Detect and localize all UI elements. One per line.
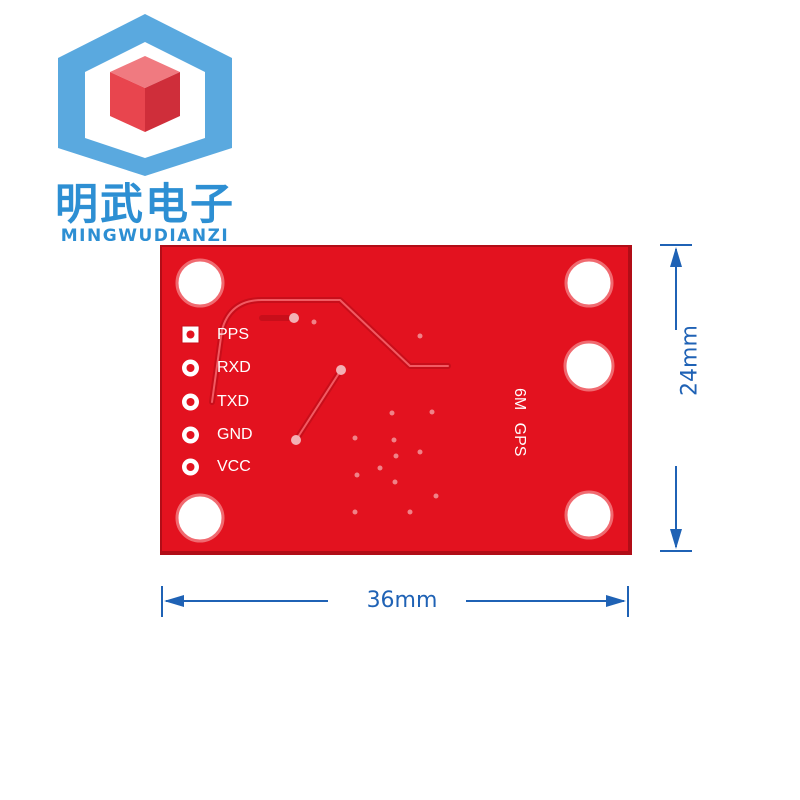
dimension-lines bbox=[161, 244, 692, 617]
brand-name-cn: 明武电子 bbox=[55, 180, 235, 230]
pin-label-gnd: GND bbox=[217, 426, 253, 443]
pin-label-pps: PPS bbox=[217, 326, 250, 343]
brand-name-en: MINGWUDIANZI bbox=[60, 226, 230, 246]
pcb-vias bbox=[311, 319, 439, 515]
cube-logo-icon bbox=[58, 14, 232, 176]
pin-label-rxd: RXD bbox=[217, 359, 251, 376]
height-dimension-label: 24mm bbox=[677, 300, 703, 421]
board-body bbox=[162, 247, 628, 551]
board-silkscreen: 6M GPS bbox=[511, 388, 528, 457]
pin-label-vcc: VCC bbox=[217, 458, 251, 475]
mounting-holes bbox=[175, 258, 615, 543]
header-pins bbox=[181, 325, 200, 476]
width-dimension-label: 36mm bbox=[342, 588, 462, 613]
pin-label-txd: TXD bbox=[217, 393, 249, 410]
brand-logo: 明武电子 MINGWUDIANZI bbox=[40, 8, 250, 248]
